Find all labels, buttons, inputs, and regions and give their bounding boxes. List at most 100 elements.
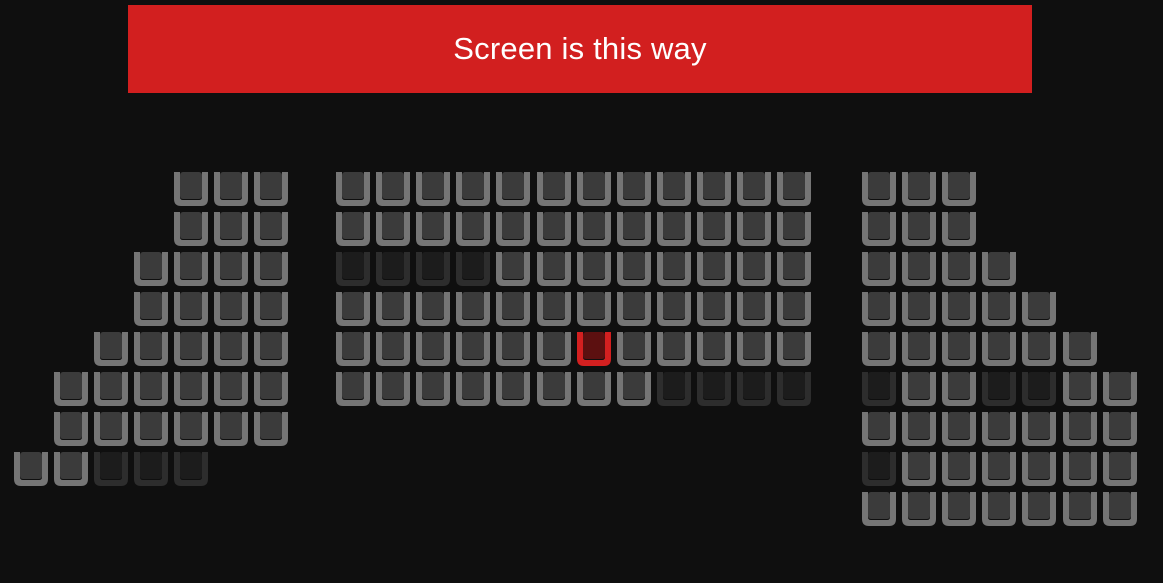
seat-center-r2-c7-available[interactable] xyxy=(577,212,611,246)
seat-center-r2-c2-available[interactable] xyxy=(376,212,410,246)
seat-left-r4-c4-available[interactable] xyxy=(134,292,168,326)
seat-right-r8-c5-available[interactable] xyxy=(1022,452,1056,486)
seat-center-r2-c8-available[interactable] xyxy=(617,212,651,246)
seat-left-r7-c7-available[interactable] xyxy=(254,412,288,446)
seat-center-r6-c1-available[interactable] xyxy=(336,372,370,406)
seat-center-r4-c2-available[interactable] xyxy=(376,292,410,326)
seat-left-r4-c7-available[interactable] xyxy=(254,292,288,326)
seat-left-r2-c7-available[interactable] xyxy=(254,212,288,246)
seat-left-r3-c6-available[interactable] xyxy=(214,252,248,286)
seat-right-r9-c5-available[interactable] xyxy=(1022,492,1056,526)
seat-left-r2-c6-available[interactable] xyxy=(214,212,248,246)
seat-right-r6-c2-available[interactable] xyxy=(902,372,936,406)
seat-right-r1-c2-available[interactable] xyxy=(902,172,936,206)
seat-center-r2-c11-available[interactable] xyxy=(737,212,771,246)
seat-left-r4-c6-available[interactable] xyxy=(214,292,248,326)
seat-right-r6-c6-available[interactable] xyxy=(1063,372,1097,406)
seat-left-r6-c4-available[interactable] xyxy=(134,372,168,406)
seat-left-r6-c5-available[interactable] xyxy=(174,372,208,406)
seat-left-r1-c6-available[interactable] xyxy=(214,172,248,206)
seat-center-r4-c8-available[interactable] xyxy=(617,292,651,326)
seat-left-r6-c3-available[interactable] xyxy=(94,372,128,406)
seat-right-r2-c2-available[interactable] xyxy=(902,212,936,246)
seat-right-r5-c1-available[interactable] xyxy=(862,332,896,366)
seat-right-r8-c4-available[interactable] xyxy=(982,452,1016,486)
seat-center-r4-c10-available[interactable] xyxy=(697,292,731,326)
seat-right-r3-c1-available[interactable] xyxy=(862,252,896,286)
seat-left-r1-c7-available[interactable] xyxy=(254,172,288,206)
seat-left-r7-c4-available[interactable] xyxy=(134,412,168,446)
seat-center-r3-c5-available[interactable] xyxy=(496,252,530,286)
seat-right-r4-c5-available[interactable] xyxy=(1022,292,1056,326)
seat-right-r4-c2-available[interactable] xyxy=(902,292,936,326)
seat-center-r5-c1-available[interactable] xyxy=(336,332,370,366)
seat-center-r2-c3-available[interactable] xyxy=(416,212,450,246)
seat-right-r1-c3-available[interactable] xyxy=(942,172,976,206)
seat-center-r6-c2-available[interactable] xyxy=(376,372,410,406)
seat-center-r3-c8-available[interactable] xyxy=(617,252,651,286)
seat-right-r9-c1-available[interactable] xyxy=(862,492,896,526)
seat-right-r7-c1-available[interactable] xyxy=(862,412,896,446)
seat-center-r6-c8-available[interactable] xyxy=(617,372,651,406)
seat-center-r4-c1-available[interactable] xyxy=(336,292,370,326)
seat-center-r1-c7-available[interactable] xyxy=(577,172,611,206)
seat-center-r1-c5-available[interactable] xyxy=(496,172,530,206)
seat-center-r3-c7-available[interactable] xyxy=(577,252,611,286)
seat-right-r9-c7-available[interactable] xyxy=(1103,492,1137,526)
seat-center-r5-c4-available[interactable] xyxy=(456,332,490,366)
seat-right-r7-c7-available[interactable] xyxy=(1103,412,1137,446)
seat-center-r5-c7-selected[interactable] xyxy=(577,332,611,366)
seat-left-r6-c2-available[interactable] xyxy=(54,372,88,406)
seat-left-r8-c1-available[interactable] xyxy=(14,452,48,486)
seat-center-r2-c1-available[interactable] xyxy=(336,212,370,246)
seat-right-r3-c3-available[interactable] xyxy=(942,252,976,286)
seat-right-r8-c3-available[interactable] xyxy=(942,452,976,486)
seat-center-r2-c12-available[interactable] xyxy=(777,212,811,246)
seat-center-r4-c12-available[interactable] xyxy=(777,292,811,326)
seat-right-r2-c3-available[interactable] xyxy=(942,212,976,246)
seat-center-r4-c11-available[interactable] xyxy=(737,292,771,326)
seat-center-r5-c3-available[interactable] xyxy=(416,332,450,366)
seat-center-r1-c2-available[interactable] xyxy=(376,172,410,206)
seat-center-r3-c10-available[interactable] xyxy=(697,252,731,286)
seat-left-r3-c4-available[interactable] xyxy=(134,252,168,286)
seat-left-r7-c2-available[interactable] xyxy=(54,412,88,446)
seat-right-r3-c4-available[interactable] xyxy=(982,252,1016,286)
seat-center-r3-c9-available[interactable] xyxy=(657,252,691,286)
seat-right-r5-c6-available[interactable] xyxy=(1063,332,1097,366)
seat-right-r5-c5-available[interactable] xyxy=(1022,332,1056,366)
seat-right-r7-c3-available[interactable] xyxy=(942,412,976,446)
seat-center-r1-c9-available[interactable] xyxy=(657,172,691,206)
seat-center-r1-c1-available[interactable] xyxy=(336,172,370,206)
seat-right-r1-c1-available[interactable] xyxy=(862,172,896,206)
seat-center-r5-c2-available[interactable] xyxy=(376,332,410,366)
seat-center-r5-c12-available[interactable] xyxy=(777,332,811,366)
seat-center-r1-c12-available[interactable] xyxy=(777,172,811,206)
seat-center-r1-c4-available[interactable] xyxy=(456,172,490,206)
seat-right-r6-c7-available[interactable] xyxy=(1103,372,1137,406)
seat-right-r4-c3-available[interactable] xyxy=(942,292,976,326)
seat-right-r5-c3-available[interactable] xyxy=(942,332,976,366)
seat-right-r7-c4-available[interactable] xyxy=(982,412,1016,446)
seat-center-r1-c10-available[interactable] xyxy=(697,172,731,206)
seat-right-r3-c2-available[interactable] xyxy=(902,252,936,286)
seat-center-r1-c8-available[interactable] xyxy=(617,172,651,206)
seat-left-r6-c7-available[interactable] xyxy=(254,372,288,406)
seat-left-r1-c5-available[interactable] xyxy=(174,172,208,206)
seat-right-r4-c1-available[interactable] xyxy=(862,292,896,326)
seat-right-r7-c6-available[interactable] xyxy=(1063,412,1097,446)
seat-left-r4-c5-available[interactable] xyxy=(174,292,208,326)
seat-right-r9-c2-available[interactable] xyxy=(902,492,936,526)
seat-center-r1-c3-available[interactable] xyxy=(416,172,450,206)
seat-center-r2-c5-available[interactable] xyxy=(496,212,530,246)
seat-center-r1-c11-available[interactable] xyxy=(737,172,771,206)
seat-center-r6-c3-available[interactable] xyxy=(416,372,450,406)
seat-right-r9-c3-available[interactable] xyxy=(942,492,976,526)
seat-right-r8-c7-available[interactable] xyxy=(1103,452,1137,486)
seat-center-r2-c4-available[interactable] xyxy=(456,212,490,246)
seat-left-r5-c5-available[interactable] xyxy=(174,332,208,366)
seat-right-r6-c3-available[interactable] xyxy=(942,372,976,406)
seat-right-r4-c4-available[interactable] xyxy=(982,292,1016,326)
seat-right-r7-c5-available[interactable] xyxy=(1022,412,1056,446)
seat-center-r6-c4-available[interactable] xyxy=(456,372,490,406)
